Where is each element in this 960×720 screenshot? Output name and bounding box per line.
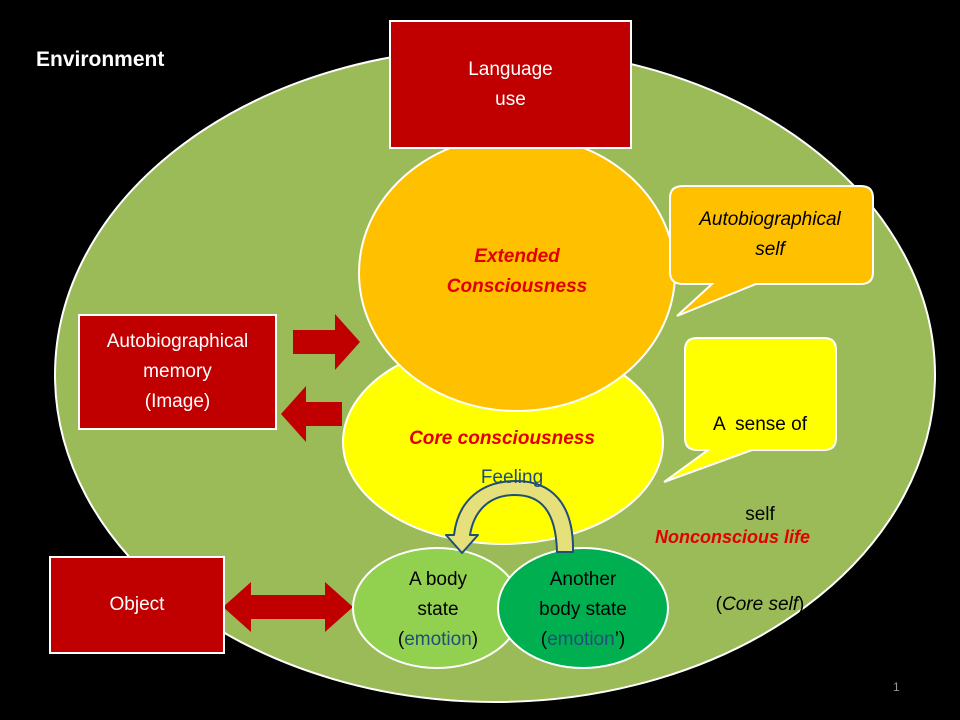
object-box: Object: [49, 556, 225, 654]
paren-close: ): [798, 594, 805, 615]
paren-open: (: [715, 594, 722, 615]
body-state-line1: A body: [408, 569, 468, 590]
extended-line2: Consciousness: [446, 276, 588, 297]
double-arrow-icon: [223, 582, 353, 632]
sense-of-self-line3: (Core self): [685, 590, 835, 620]
paren-open: (: [397, 629, 405, 650]
arrow-right-icon: [293, 314, 360, 370]
paren-close: ): [471, 629, 479, 650]
memory-line3: (Image): [144, 391, 211, 412]
feeling-label: Feeling: [480, 467, 544, 488]
another-body-state-label: Another body state (emotion’): [513, 565, 653, 655]
page-number: 1: [893, 680, 900, 694]
language-use-line2: use: [495, 88, 526, 110]
nonconscious-life-label: Nonconscious life: [654, 527, 811, 547]
paren-close: ’): [614, 629, 626, 650]
body-state-label: A body state (emotion): [373, 565, 503, 655]
paren-open: (: [540, 629, 548, 650]
emotion-text: emotion: [547, 629, 615, 650]
autobiographical-memory-box: Autobiographical memory (Image): [78, 314, 277, 430]
sense-of-self-line2: self: [745, 504, 775, 525]
extended-consciousness-label: Extended Consciousness: [417, 242, 617, 302]
body-state-line2: state: [417, 599, 459, 620]
core-consciousness-label: Core consciousness: [409, 428, 595, 449]
curved-arrow-icon: [445, 480, 575, 554]
another-body-state-line2: body state: [539, 599, 627, 620]
sense-of-self-bubble: [663, 337, 837, 483]
another-body-state-circle: [497, 547, 669, 669]
another-body-state-line3: (emotion’): [513, 625, 653, 655]
body-state-line3: (emotion): [373, 625, 503, 655]
memory-line2: memory: [143, 361, 212, 382]
environment-label: Environment: [36, 48, 165, 71]
object-label: Object: [109, 594, 165, 615]
another-body-state-line1: Another: [549, 569, 617, 590]
extended-line1: Extended: [474, 246, 560, 267]
autobiographical-self-line1: Autobiographical: [699, 209, 841, 230]
memory-line1: Autobiographical: [106, 331, 249, 352]
autobiographical-self-label: Autobiographical self: [670, 205, 870, 265]
language-use-box: Language use: [389, 20, 632, 149]
autobiographical-self-bubble: [669, 185, 874, 317]
sense-of-self-label: A sense of self (Core self): [685, 350, 835, 680]
core-self-text: Core self: [721, 594, 799, 615]
arrow-left-icon: [281, 386, 342, 442]
emotion-text: emotion: [404, 629, 472, 650]
sense-of-self-line1: A sense of: [712, 414, 807, 435]
language-use-line1: Language: [468, 58, 553, 80]
autobiographical-self-line2: self: [755, 239, 785, 260]
